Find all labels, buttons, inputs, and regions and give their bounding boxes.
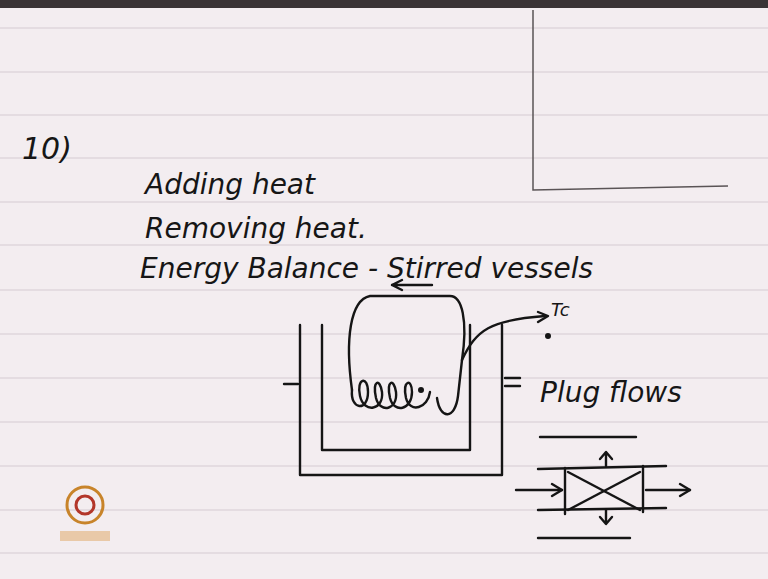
callout-number: 10) [22,132,72,165]
note-text: Plug flows [540,378,682,409]
symbol-label: Tc [551,300,570,320]
corner-box [533,10,728,190]
logo [60,487,110,541]
note-text: Adding heat [145,170,315,201]
heading-text: Energy Balance - Stirred vessels [140,254,593,285]
note-text: Removing heat. [145,214,367,245]
stirred-vessel [284,280,550,475]
page-edge [0,0,768,8]
plug-flow-reactor [516,437,690,538]
ruled-lines [0,28,768,553]
